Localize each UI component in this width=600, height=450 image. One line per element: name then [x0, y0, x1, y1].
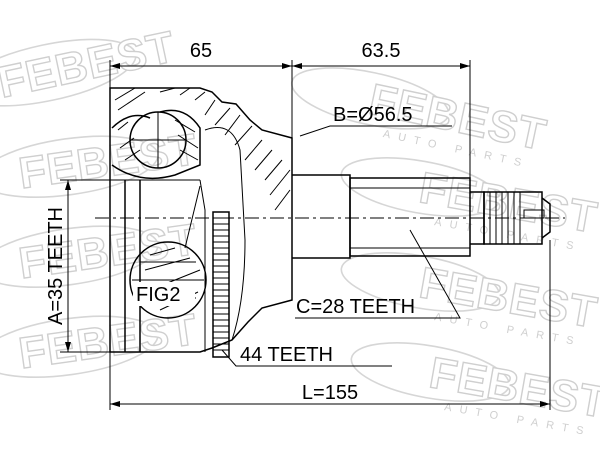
fig2-detail: [129, 185, 207, 319]
abs-teeth-label: 44 TEETH: [240, 344, 333, 366]
abs-ring: [212, 211, 230, 358]
teeth-a-label: A=35 TEETH: [45, 207, 67, 325]
dimension-lines: [60, 60, 551, 410]
stub-shaft: [292, 174, 551, 259]
watermark-logos: FEBEST FEBEST AUTO PARTS FEBEST FEBEST A…: [0, 22, 600, 439]
length-l-label: L=155: [302, 382, 358, 404]
dim-65-label: 65: [190, 40, 212, 62]
outer-housing: [109, 87, 293, 353]
dim-63-5-label: 63.5: [362, 40, 401, 62]
teeth-c-label: C=28 TEETH: [296, 296, 415, 318]
svg-text:FEBEST: FEBEST: [0, 22, 180, 107]
inner-ball-cage: [111, 109, 201, 180]
fig2-label: FIG2: [136, 284, 180, 306]
diameter-b-label: B=Ø56.5: [333, 104, 413, 126]
